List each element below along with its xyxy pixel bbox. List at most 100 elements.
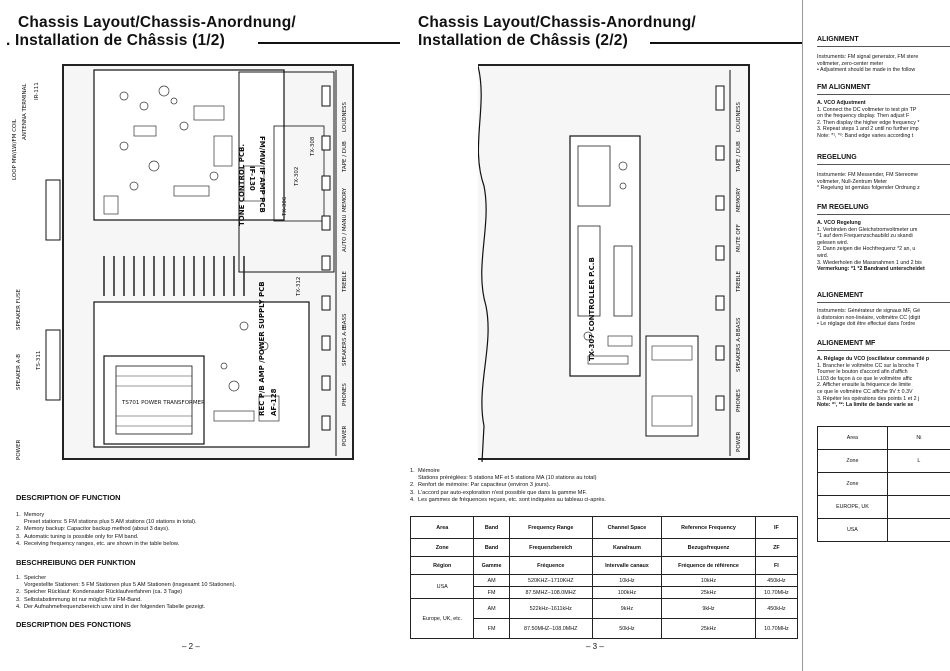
- list-item: 4.Receiving frequency ranges, etc. are s…: [16, 540, 180, 547]
- vco-fr: A. Réglage du VCO (oscillateur commandé …: [817, 356, 930, 409]
- table-cell: Europe, UK, etc.: [409, 598, 475, 639]
- table-header: Bezugsfrequenz: [661, 538, 756, 557]
- heading-fm-regelung: FM REGELUNG: [817, 204, 869, 211]
- divider: [817, 350, 950, 351]
- table-header: Band: [473, 538, 510, 557]
- antenna-label: ANTENNA TERMINAL: [22, 83, 28, 140]
- table-cell: 522kHz–1611kHz: [508, 598, 593, 619]
- table-cell: 25kHz: [661, 618, 756, 639]
- rear-label-treble: TREBLE: [736, 271, 742, 293]
- rear-label-loudness: LOUDNESS: [342, 101, 348, 132]
- rear-label-bass: BASS: [736, 317, 742, 332]
- instruments-de: Instrumente: FM Messender, FM Stereome v…: [817, 172, 920, 192]
- page-title-line1: Chassis Layout/Chassis-Anordnung/: [18, 14, 296, 31]
- table-cell: 9kHz: [661, 598, 756, 619]
- tx308-label: TX-308: [310, 136, 316, 157]
- table-header: Kanalraum: [591, 538, 663, 557]
- list-item: 2.Renfort de mémoire: Par capaciteur (en…: [410, 482, 551, 489]
- list-item: 4.Der Aufnahmefrequenzbereich usw sind i…: [16, 603, 206, 610]
- heading-regelung: REGELUNG: [817, 154, 857, 161]
- table-cell: Area: [817, 426, 888, 450]
- table-cell: Zone: [817, 449, 888, 473]
- title-rule: [258, 42, 400, 44]
- table-cell: [886, 518, 950, 542]
- table-cell: 520KHZ–1710KHZ: [508, 574, 593, 587]
- rear-label-treble: TREBLE: [342, 271, 348, 293]
- table-header: Channel Space: [591, 516, 663, 539]
- table-row: USA: [817, 518, 950, 542]
- table-cell: 10kHz: [661, 574, 756, 587]
- tx302-label: TX-302: [294, 167, 300, 187]
- table-cell: 450kHz: [754, 574, 799, 587]
- speaker-fuse-label: SPEAKER FUSE: [16, 289, 22, 330]
- divider: [817, 302, 950, 303]
- rear-label-speakers: SPEAKERS A·B: [736, 332, 742, 372]
- table-cell: L: [886, 449, 950, 473]
- table-cell: 10.70MHz: [754, 618, 799, 639]
- page-2: Chassis Layout/Chassis-Anordnung/ . Inst…: [0, 0, 400, 671]
- rear-label-tape: TAPE / DUB: [736, 141, 742, 173]
- table-cell: 25kHz: [661, 586, 756, 599]
- table-row: FM 87.50MHZ–108.0MHZ 50kHz 25kHz 10.70MH…: [411, 618, 799, 639]
- table-cell: USA: [409, 574, 475, 599]
- heading-alignment: ALIGNMENT: [817, 36, 859, 43]
- table-row: EUROPE, UK: [817, 495, 950, 519]
- preamp-label: REC P/B AMP /POWER SUPPLY PCB: [258, 281, 266, 416]
- table-cell: 87.50MHZ–108.0MHZ: [508, 618, 593, 639]
- table-cell: FM: [473, 618, 510, 639]
- coil-label: LOOP MW/LW/FM COIL: [12, 118, 18, 180]
- left-terminal-labels: LOOP MW/LW/FM COIL ANTENNA TERMINAL IR-1…: [12, 82, 61, 460]
- page-number: – 3 –: [586, 642, 604, 651]
- table-cell: Zone: [817, 472, 888, 496]
- table-cell: 87.5MHZ–108.0MHZ: [508, 586, 593, 599]
- ir-label: IR-111: [34, 82, 40, 100]
- table-header: Région: [409, 556, 475, 575]
- speaker-ab-label: SPEAKER A·B: [16, 354, 22, 390]
- page-title-line2: . Installation de Châssis (1/2): [6, 32, 225, 49]
- table-row: USA AM 520KHZ–1710KHZ 10kHz 10kHz 450kHz: [409, 574, 799, 599]
- table-cell: Ni: [886, 426, 950, 450]
- table-header: Frequency Range: [508, 516, 593, 539]
- table-header: Area: [409, 516, 475, 539]
- rear-label-phones: PHONES: [342, 383, 348, 406]
- table-cell: USA: [817, 518, 888, 542]
- rear-label-memory: MEMORY: [342, 187, 348, 212]
- rear-label-mute: MUTE OFF: [736, 224, 742, 252]
- divider: [817, 164, 950, 165]
- table-header: Reference Frequency: [661, 516, 756, 539]
- page-number: – 2 –: [182, 642, 200, 651]
- divider: [817, 214, 950, 215]
- rear-label-tape: TAPE / DUB: [342, 141, 348, 173]
- divider: [817, 46, 950, 47]
- rear-label-auto: AUTO / MANU: [342, 215, 348, 252]
- table-cell: 9kHz: [591, 598, 663, 619]
- table-cell: 50kHz: [591, 618, 663, 639]
- table-header: Band: [473, 516, 510, 539]
- table-header: FI: [754, 556, 799, 575]
- table-cell: AM: [473, 574, 510, 587]
- rear-label-power: POWER: [736, 431, 742, 452]
- table-header-row: Région Gamme Fréquence Intervalle canaux…: [409, 556, 799, 575]
- ts-label: TS-311: [36, 351, 42, 371]
- list-item: 3.L'accord par auto-exploration n'est po…: [410, 489, 587, 496]
- frequency-table: Area Band Frequency Range Channel Space …: [409, 516, 799, 639]
- desc-heading-fr: DESCRIPTION DES FONCTIONS: [16, 620, 132, 629]
- power-label: POWER: [16, 439, 22, 460]
- instruments-fr: Instruments: Générateur de signaux MF, G…: [817, 308, 921, 328]
- chassis-drawing: FM/MW IF AMP PCB IF-130 TONE CONTROL PCB…: [93, 69, 348, 456]
- table-row: Zone: [817, 472, 950, 496]
- page-title-line1: Chassis Layout/Chassis-Anordnung/: [418, 14, 696, 31]
- list-item: 2.Memory backup: Capacitor backup method…: [16, 526, 170, 533]
- tx312-label: TX-312: [296, 277, 302, 297]
- table-cell: 10.70MHz: [754, 586, 799, 599]
- table-header-row: Area Band Frequency Range Channel Space …: [409, 516, 799, 539]
- page-3: Chassis Layout/Chassis-Anordnung/ Instal…: [400, 0, 802, 671]
- table-header: IF: [754, 516, 799, 539]
